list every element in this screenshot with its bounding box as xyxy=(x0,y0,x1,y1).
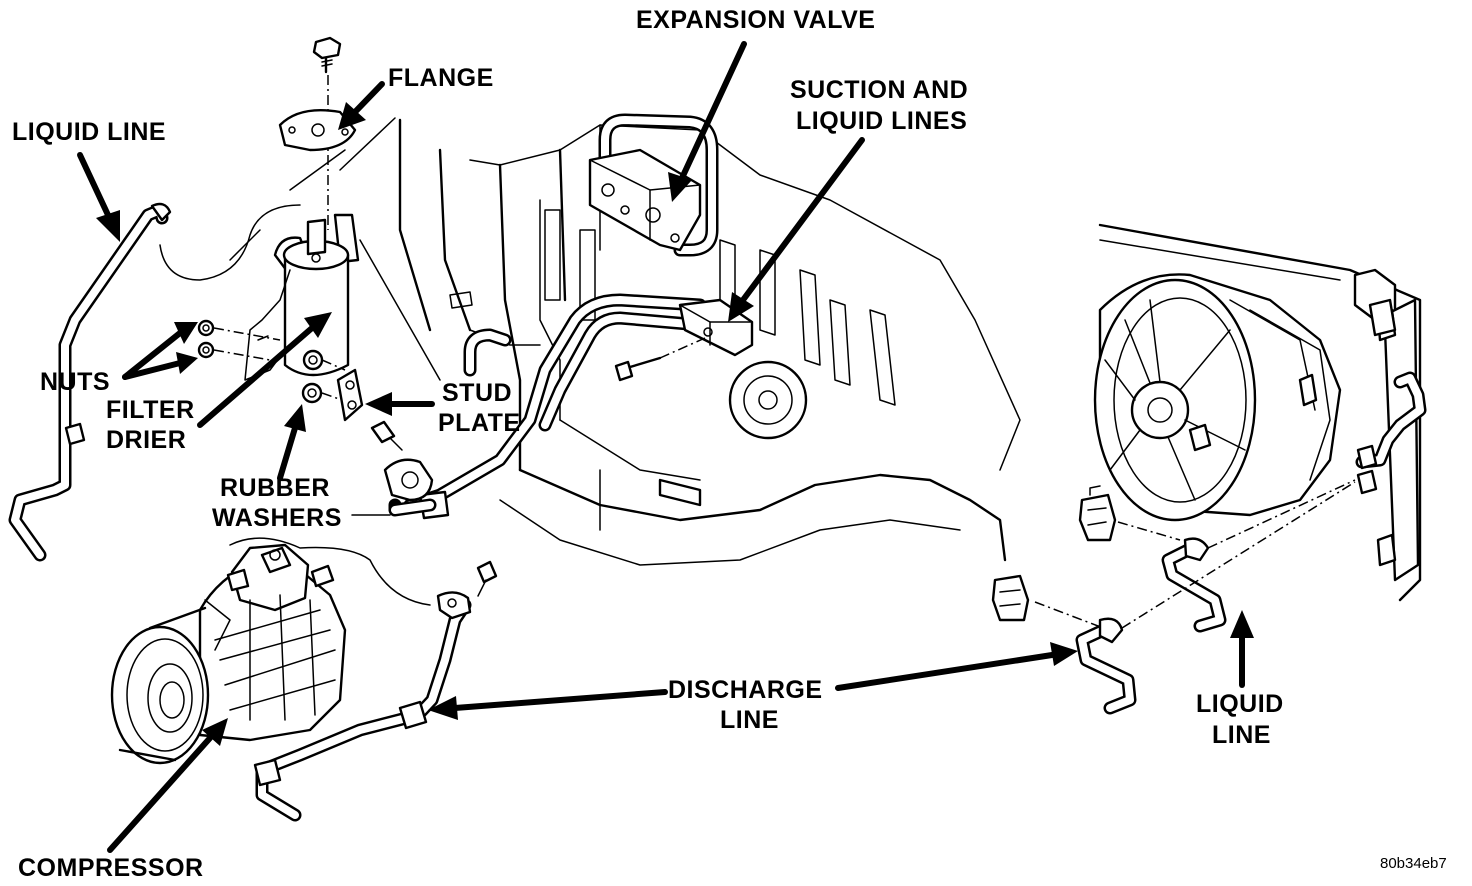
suction-liquid-lines xyxy=(370,293,754,520)
label-compressor: COMPRESSOR xyxy=(18,854,204,882)
firewall-structure xyxy=(398,118,1021,566)
label-discharge-1: DISCHARGE xyxy=(668,676,823,704)
filter-drier-assembly xyxy=(159,36,441,422)
label-rubber-2: WASHERS xyxy=(212,504,342,532)
label-stud-2: PLATE xyxy=(438,409,521,437)
label-rubber-1: RUBBER xyxy=(220,474,330,502)
callout-labels: EXPANSION VALVE FLANGE LIQUID LINE SUCTI… xyxy=(12,6,1447,882)
condenser-fan-assembly xyxy=(1093,223,1422,602)
label-expansion-valve: EXPANSION VALVE xyxy=(636,6,875,34)
discharge-line-right xyxy=(991,481,1356,715)
label-discharge-2: LINE xyxy=(720,706,779,734)
label-nuts: NUTS xyxy=(40,368,110,396)
left-liquid-line xyxy=(8,202,172,562)
label-liquid-right-1: LIQUID xyxy=(1196,690,1284,718)
compressor xyxy=(110,537,431,765)
discharge-line-left xyxy=(253,560,498,822)
right-liquid-line xyxy=(1078,371,1427,633)
expansion-valve-block xyxy=(588,113,719,257)
label-filter-2: DRIER xyxy=(106,426,186,454)
label-stud-1: STUD xyxy=(442,379,512,407)
figure-code: 80b34eb7 xyxy=(1380,855,1447,872)
label-liquid-line-left: LIQUID LINE xyxy=(12,118,166,146)
label-suction-liquid-1: SUCTION AND xyxy=(790,76,968,104)
label-liquid-right-2: LINE xyxy=(1212,721,1271,749)
callout-leaders xyxy=(77,41,1254,853)
label-flange: FLANGE xyxy=(388,64,494,92)
label-suction-liquid-2: LIQUID LINES xyxy=(796,107,967,135)
label-filter-1: FILTER xyxy=(106,396,195,424)
